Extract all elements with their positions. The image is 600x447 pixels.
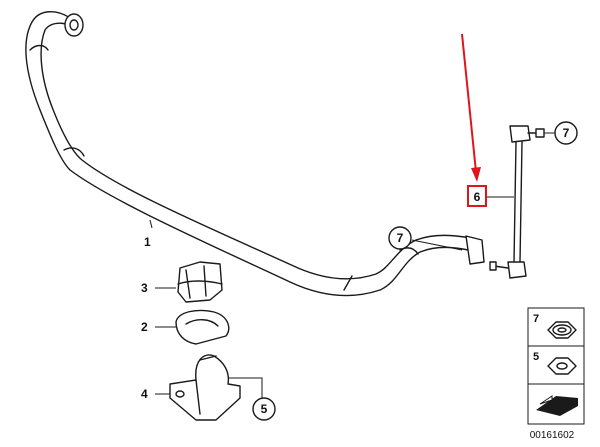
direction-symbol-icon [536, 395, 578, 416]
callout-5: 5 [261, 402, 268, 416]
highlight-arrow [461, 33, 481, 182]
legend-label-5: 5 [533, 351, 539, 363]
callout-1: 1 [144, 235, 151, 249]
diagram-number: 00161602 [530, 430, 575, 441]
callout-3: 3 [141, 281, 148, 295]
callout-2: 2 [141, 320, 148, 334]
link-rod [489, 125, 545, 279]
hardware-legend: 7 5 [527, 307, 585, 425]
callout-5-circle [252, 397, 276, 421]
clamp [169, 354, 241, 421]
callout-6: 6 [474, 190, 481, 204]
callout-7-mid-circle [388, 226, 412, 250]
callout-7-mid: 7 [397, 231, 404, 245]
callout-7-top: 7 [563, 126, 570, 140]
nut-icon [547, 321, 577, 339]
stabilizer-bar [25, 11, 485, 297]
callout-7-top-circle [554, 121, 578, 145]
callout-6-highlight-box [467, 185, 487, 207]
bracket-half [175, 309, 230, 345]
callout-4: 4 [141, 387, 148, 401]
rubber-mount [177, 261, 223, 303]
legend-label-7: 7 [533, 313, 539, 325]
hex-nut-icon [547, 357, 577, 375]
